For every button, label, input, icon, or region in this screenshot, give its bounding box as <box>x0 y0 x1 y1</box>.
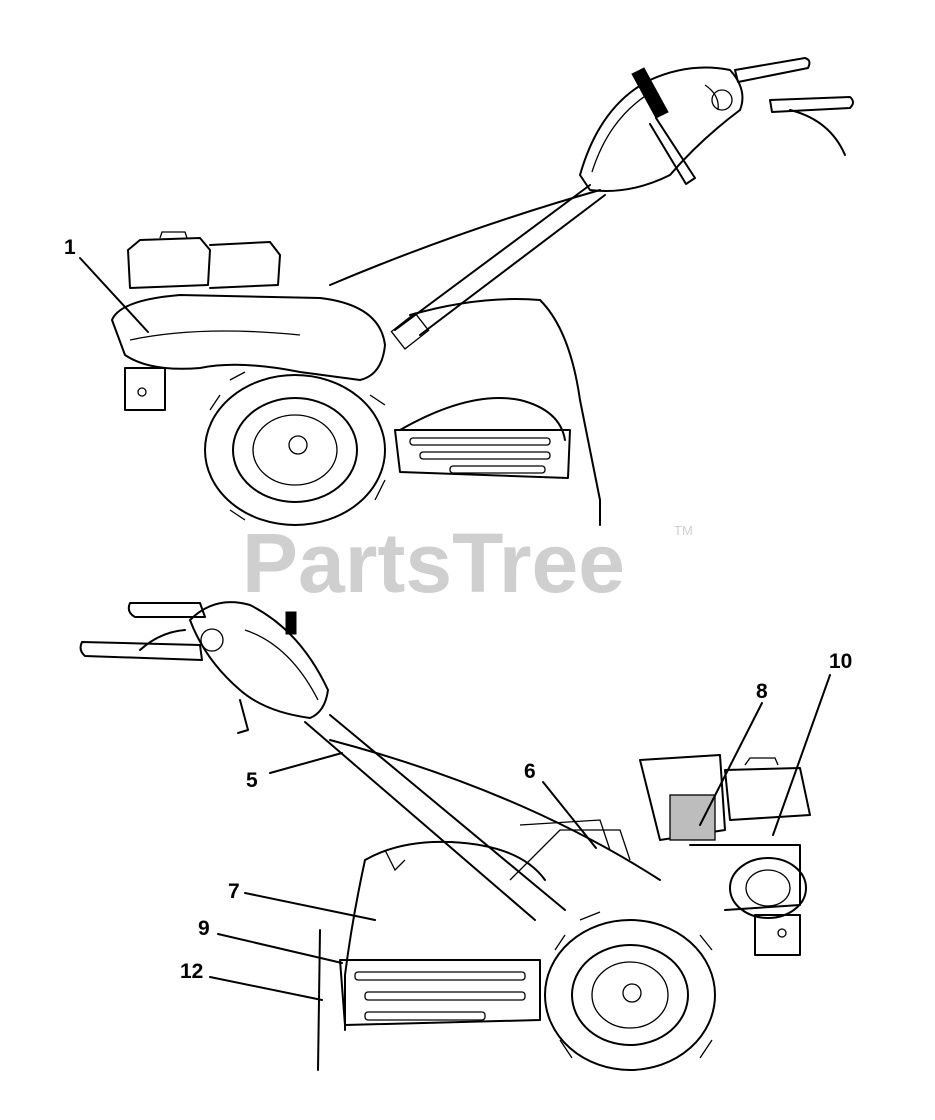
callout-9[interactable]: 9 <box>198 917 210 940</box>
leader-8 <box>699 702 763 826</box>
leader-12 <box>209 976 323 1001</box>
leader-10 <box>772 674 831 836</box>
leader-7 <box>244 892 376 921</box>
leader-5 <box>269 752 343 774</box>
callout-10[interactable]: 10 <box>829 650 852 673</box>
callout-12[interactable]: 12 <box>180 960 203 983</box>
watermark-text: PartsTree <box>242 516 625 610</box>
leader-6 <box>542 781 597 849</box>
callout-leaders <box>79 257 831 1001</box>
tiller-bottom-view <box>79 601 811 1071</box>
callout-5[interactable]: 5 <box>246 769 258 792</box>
leader-1 <box>79 257 149 333</box>
callout-1[interactable]: 1 <box>64 236 76 259</box>
callout-7[interactable]: 7 <box>228 880 240 903</box>
tiller-top-view <box>111 57 854 526</box>
callout-8[interactable]: 8 <box>756 680 768 703</box>
callout-6[interactable]: 6 <box>524 760 536 783</box>
callout-labels: 1 5 6 7 8 9 10 12 <box>64 236 852 983</box>
watermark-trademark: TM <box>674 523 693 538</box>
leader-9 <box>217 933 343 964</box>
